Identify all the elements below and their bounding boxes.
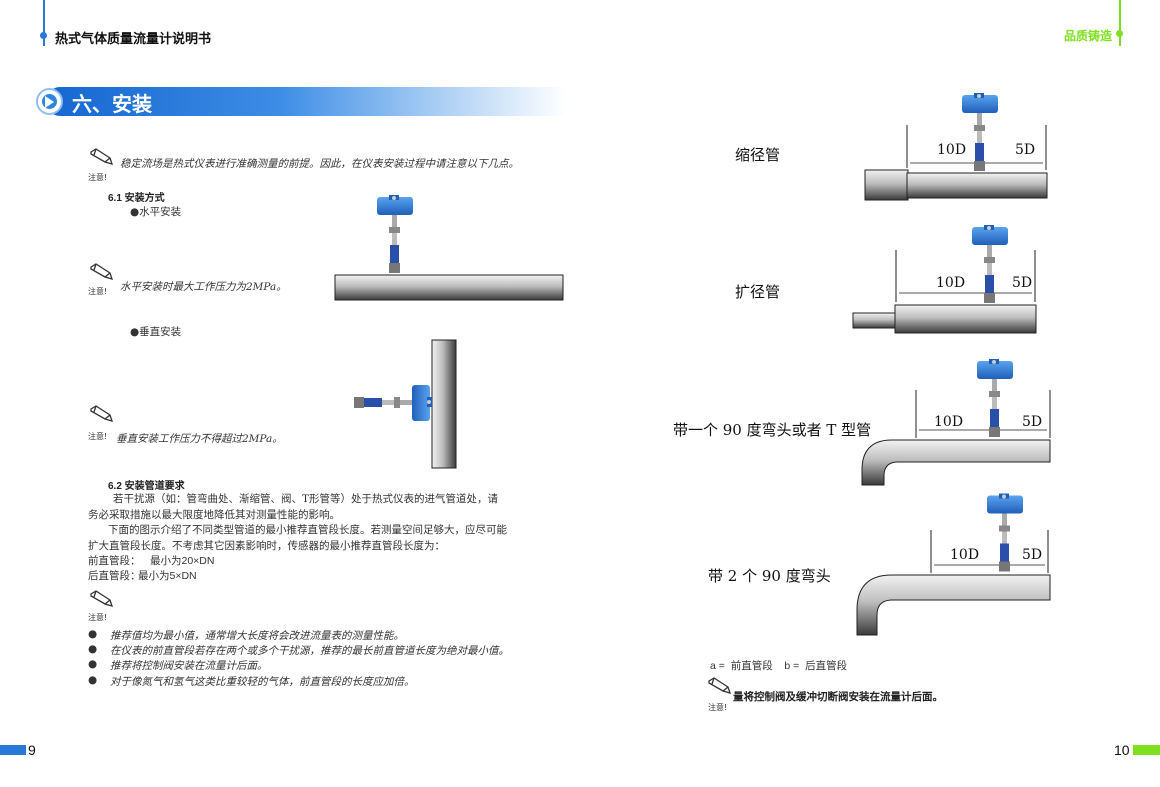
upstream-value: 最小为20×DN	[150, 555, 215, 567]
paragraph-line: 下面的图示介绍了不同类型管道的最小推荐直管段长度。若测量空间足够大，应尽可能	[108, 524, 507, 536]
pencil-icon	[90, 590, 114, 607]
upstream-length: 10D	[936, 275, 965, 291]
header-dot-right	[1116, 30, 1123, 37]
slogan: 品质铸造	[1064, 29, 1113, 43]
paragraph-line: 务必采取措施以最大限度地降低其对测量性能的影响。	[88, 509, 340, 521]
pencil-icon	[708, 677, 732, 694]
diagram-label: 缩径管	[735, 146, 781, 164]
paragraph-line: 若干扰源（如：管弯曲处、渐缩管、阀、T形管等）处于热式仪表的进气管道处，请	[113, 493, 499, 505]
pencil-icon	[90, 148, 114, 165]
page-bar-right	[1133, 745, 1160, 755]
downstream-length: 5D	[1022, 414, 1042, 430]
section-banner	[46, 87, 566, 116]
header-line-right	[1119, 0, 1121, 46]
note-horizontal-pressure: 水平安装时最大工作压力为2MPa。	[120, 281, 287, 293]
legend-text: a = 前直管段 b = 后直管段	[710, 660, 848, 672]
note-label: 注意!	[88, 173, 108, 182]
downstream-value: 最小为5×DN	[138, 570, 197, 582]
note-label: 注意!	[88, 613, 108, 622]
note-label: 注意!	[708, 703, 728, 712]
downstream-length: 5D	[1022, 547, 1042, 563]
bullet-icon: ●	[88, 674, 98, 686]
downstream-length: 5D	[1015, 142, 1035, 158]
vertical-install-label: ●垂直安装	[130, 326, 182, 338]
list-item: 在仪表的前直管段若存在两个或多个干扰源，推荐的最长前直管道长度为绝对最小值。	[110, 645, 509, 657]
header-dot-left	[40, 32, 47, 39]
pencil-icon	[90, 405, 114, 422]
diagram-label: 扩径管	[735, 283, 781, 301]
elbow-diagram: 10D 5D	[861, 359, 1051, 486]
downstream-length: 5D	[1012, 275, 1032, 291]
note-intro: 稳定流场是热式仪表进行准确测量的前提。因此，在仪表安装过程中请注意以下几点。	[120, 158, 519, 170]
downstream-label: 后直管段：	[88, 570, 141, 582]
section-title: 六、安装	[72, 92, 152, 116]
page-number-left: 9	[28, 742, 36, 758]
heading-6-2: 6.2 安装管道要求	[108, 481, 185, 492]
page-number-right: 10	[1114, 742, 1130, 758]
pipe	[431, 339, 457, 469]
upstream-length: 10D	[934, 414, 963, 430]
upstream-label: 前直管段：	[88, 555, 141, 567]
list-item: 推荐值均为最小值，通常增大长度将会改进流量表的测量性能。	[110, 630, 404, 642]
horizontal-install-diagram	[334, 195, 564, 301]
pipe	[334, 274, 564, 301]
play-triangle-icon	[45, 96, 54, 108]
double-elbow-diagram: 10D 5D	[856, 493, 1051, 636]
list-item: 推荐将控制阀安装在流量计后面。	[110, 660, 268, 672]
pipe-diagrams: 10D 5D 10D 5D 10D 5D 10D 5D	[852, 93, 1051, 636]
paragraph-line: 扩大直管段长度。不考虑其它因素影响时，传感器的最小推荐直管段长度为：	[88, 540, 445, 552]
bullet-icon: ●	[88, 658, 98, 670]
pencil-icon	[90, 263, 114, 280]
reducer-diagram: 10D 5D	[864, 93, 1048, 201]
note-label: 注意!	[88, 432, 108, 441]
bullet-icon: ●	[88, 628, 98, 640]
upstream-length: 10D	[937, 142, 966, 158]
document-title: 热式气体质量流量计说明书	[55, 32, 212, 47]
horizontal-install-label: ●水平安装	[130, 206, 182, 218]
header-line-left	[43, 0, 45, 46]
upstream-length: 10D	[950, 547, 979, 563]
heading-6-1: 6.1 安装方式	[108, 193, 165, 204]
expander-diagram: 10D 5D	[852, 225, 1037, 334]
bullet-icon: ●	[88, 643, 98, 655]
note-vertical-pressure: 垂直安装工作压力不得超过2MPa。	[116, 433, 283, 445]
list-item: 对于像氮气和氢气这类比重较轻的气体，前直管段的长度应加倍。	[110, 676, 415, 688]
note-label: 注意!	[88, 287, 108, 296]
note-control-valve: 量将控制阀及缓冲切断阀安装在流量计后面。	[733, 691, 943, 703]
page-bar-left	[0, 745, 26, 755]
vertical-install-diagram	[354, 339, 457, 469]
diagram-label: 带一个 90 度弯头或者 T 型管	[673, 421, 872, 439]
diagram-label: 带 2 个 90 度弯头	[708, 567, 831, 585]
